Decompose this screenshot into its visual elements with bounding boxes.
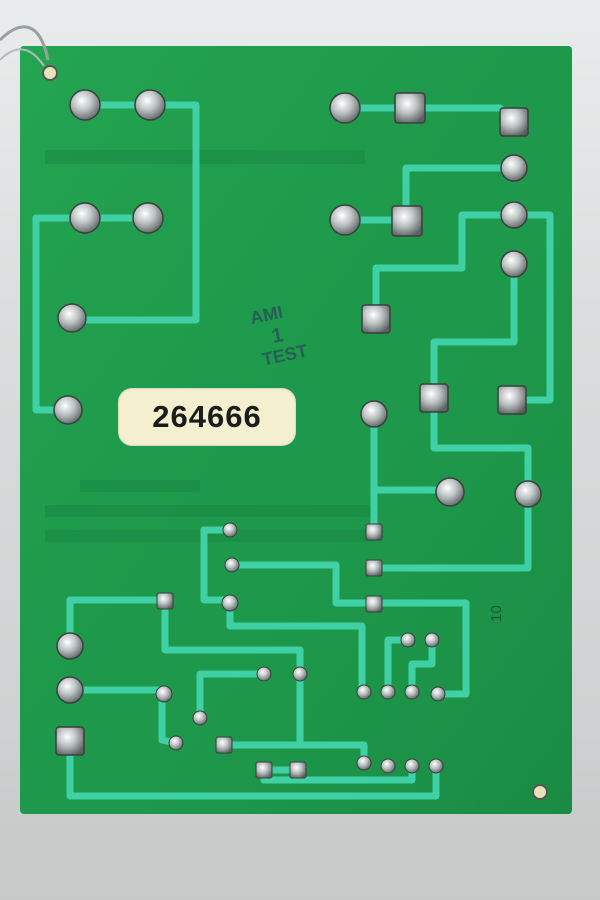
mount-hole — [532, 784, 548, 800]
solder-pads — [53, 89, 542, 779]
serial-number-label: 264666 — [118, 388, 296, 446]
faint-print — [45, 150, 375, 542]
pcb-board-shade — [20, 46, 572, 814]
wire — [0, 25, 50, 61]
bench-surface — [0, 814, 600, 900]
wire — [0, 48, 45, 67]
mount-hole — [42, 65, 58, 81]
edge-marking: 10 — [488, 605, 505, 622]
